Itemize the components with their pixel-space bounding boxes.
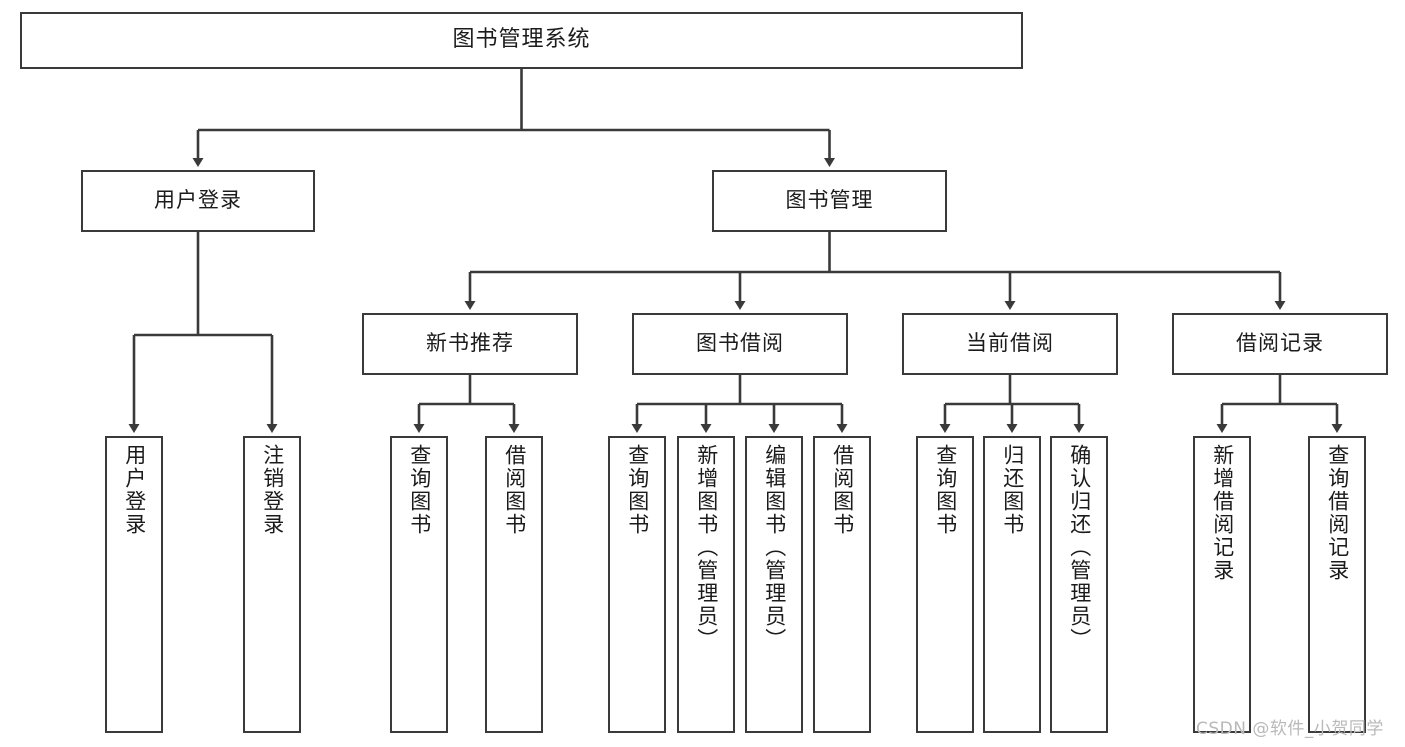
level2-node-1[interactable]: 图书管理 (712, 170, 947, 232)
level2-node-0-label: 用户登录 (154, 188, 242, 213)
leaf-node-2-label: 查询图书 (407, 444, 432, 536)
leaf-node-8-label: 查询图书 (933, 444, 958, 536)
leaf-node-12[interactable]: 查询借阅记录 (1308, 436, 1366, 733)
leaf-node-7[interactable]: 借阅图书 (813, 436, 871, 733)
leaf-node-0-label: 用户登录 (122, 444, 147, 536)
level3-node-0[interactable]: 新书推荐 (362, 313, 578, 375)
leaf-node-1-label: 注销登录 (260, 444, 285, 536)
level3-node-3-label: 借阅记录 (1236, 331, 1324, 356)
watermark: CSDN @软件_小贺同学 (1196, 719, 1384, 739)
level3-node-1[interactable]: 图书借阅 (632, 313, 848, 375)
leaf-node-3-label: 借阅图书 (502, 444, 527, 536)
level2-node-1-label: 图书管理 (785, 188, 874, 213)
leaf-node-5-label: 新增图书（管理员） (694, 444, 719, 651)
leaf-node-8[interactable]: 查询图书 (916, 436, 974, 733)
level3-node-0-label: 新书推荐 (426, 331, 514, 356)
leaf-node-9[interactable]: 归还图书 (983, 436, 1041, 733)
leaf-node-9-label: 归还图书 (1000, 444, 1025, 536)
leaf-node-3[interactable]: 借阅图书 (485, 436, 543, 733)
level2-node-0[interactable]: 用户登录 (81, 170, 315, 232)
leaf-node-2[interactable]: 查询图书 (390, 436, 448, 733)
leaf-node-10-label: 确认归还（管理员） (1067, 444, 1092, 651)
leaf-node-4-label: 查询图书 (625, 444, 650, 536)
level3-node-2[interactable]: 当前借阅 (902, 313, 1118, 375)
level3-node-2-label: 当前借阅 (966, 331, 1054, 356)
leaf-node-6[interactable]: 编辑图书（管理员） (745, 436, 803, 733)
leaf-node-6-label: 编辑图书（管理员） (762, 444, 787, 651)
leaf-node-1[interactable]: 注销登录 (243, 436, 301, 733)
leaf-node-10[interactable]: 确认归还（管理员） (1050, 436, 1108, 733)
level3-node-1-label: 图书借阅 (696, 331, 784, 356)
root-node-book-management-system[interactable]: 图书管理系统 (20, 12, 1023, 69)
leaf-node-11[interactable]: 新增借阅记录 (1193, 436, 1251, 733)
root-node-book-management-system-label: 图书管理系统 (452, 27, 591, 53)
leaf-node-5[interactable]: 新增图书（管理员） (677, 436, 735, 733)
leaf-node-0[interactable]: 用户登录 (105, 436, 163, 733)
leaf-node-11-label: 新增借阅记录 (1210, 444, 1235, 582)
leaf-node-4[interactable]: 查询图书 (608, 436, 666, 733)
leaf-node-7-label: 借阅图书 (830, 444, 855, 536)
level3-node-3[interactable]: 借阅记录 (1172, 313, 1388, 375)
leaf-node-12-label: 查询借阅记录 (1325, 444, 1350, 582)
